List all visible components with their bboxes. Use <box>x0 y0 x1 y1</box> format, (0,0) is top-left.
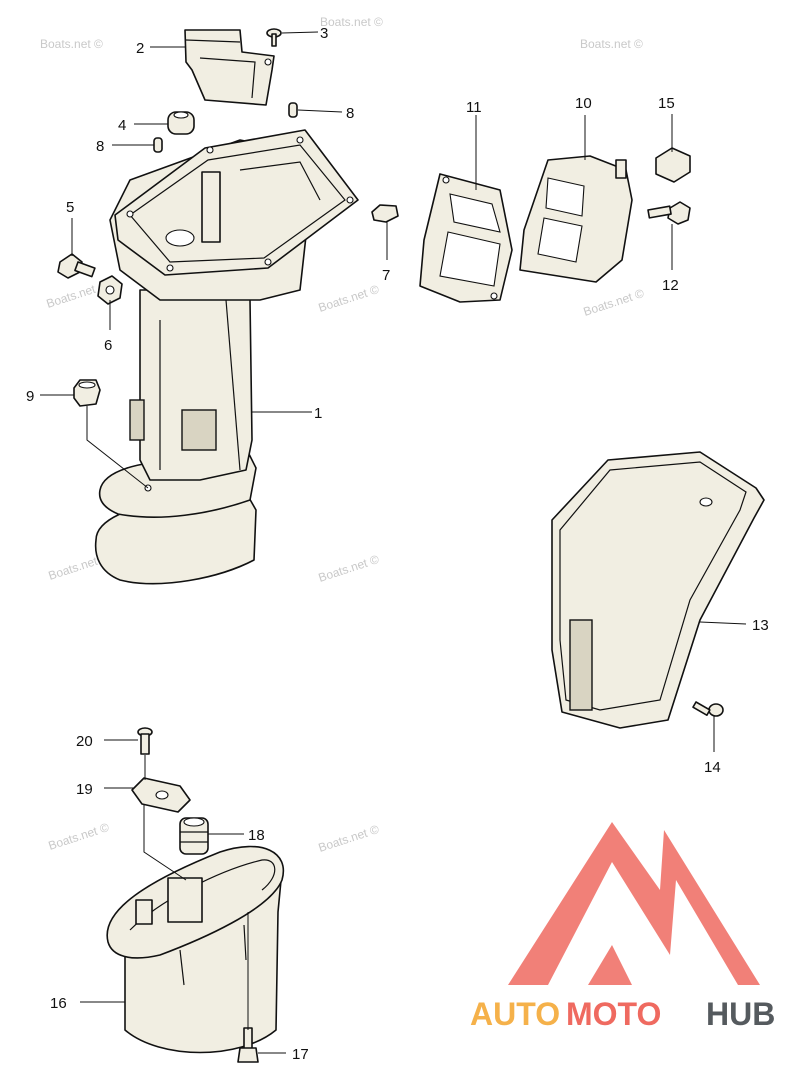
part-2-bracket <box>184 29 275 106</box>
callout-4: 4 <box>118 117 126 134</box>
watermark: Boats.net © <box>47 820 111 853</box>
callout-labels: 1 2 3 4 5 6 7 8 8 9 10 11 12 13 14 15 16… <box>26 25 769 1063</box>
part-7-plug <box>371 204 399 223</box>
part-3-screw <box>266 28 282 47</box>
callout-20: 20 <box>76 733 93 750</box>
watermark: Boats.net © <box>582 286 646 319</box>
logo-text-moto: MOTO <box>566 996 661 1032</box>
watermark: Boats.net © <box>317 822 381 855</box>
callout-8: 8 <box>96 138 104 155</box>
part-18-grommet <box>179 817 209 855</box>
callout-12: 12 <box>662 277 679 294</box>
automotohub-logo: AUTO MOTO HUB <box>470 822 775 1032</box>
part-9-plug <box>73 379 101 407</box>
part-19-gasket <box>131 777 191 813</box>
leader-lines <box>40 31 747 1054</box>
part-16-lower-casing <box>106 845 285 1054</box>
logo-triangle-mark <box>508 822 760 985</box>
part-12-bolt <box>647 201 691 225</box>
watermark: Boats.net <box>45 282 98 311</box>
watermark: Boats.net © <box>317 552 381 585</box>
part-1-driveshaft-housing <box>94 129 359 585</box>
watermark: Boats.net © <box>320 15 383 29</box>
callout-14: 14 <box>704 759 721 776</box>
callout-7: 7 <box>382 267 390 284</box>
part-10-manifold <box>519 155 633 283</box>
callout-17: 17 <box>292 1046 309 1063</box>
callout-10: 10 <box>575 95 592 112</box>
part-11-gasket <box>419 173 513 303</box>
callout-18: 18 <box>248 827 265 844</box>
callout-15: 15 <box>658 95 675 112</box>
callout-5: 5 <box>66 199 74 216</box>
callout-6: 6 <box>104 337 112 354</box>
callout-11: 11 <box>466 99 482 116</box>
callout-9: 9 <box>26 388 34 405</box>
callout-3: 3 <box>320 25 328 42</box>
watermark: Boats.net © <box>580 37 643 51</box>
callout-8: 8 <box>346 105 354 122</box>
part-8-dowel-pin <box>288 102 298 118</box>
watermark: Boats.net © <box>40 37 103 51</box>
callout-2: 2 <box>136 40 144 57</box>
watermark: Boats.net © <box>317 282 381 315</box>
part-13-cover <box>551 451 765 729</box>
part-8-dowel-pin <box>153 137 163 153</box>
part-5-bolt <box>57 253 96 279</box>
logo-text-auto: AUTO <box>470 996 560 1032</box>
part-6-nut <box>97 275 123 305</box>
callout-1: 1 <box>314 405 322 422</box>
callout-13: 13 <box>752 617 769 634</box>
callout-16: 16 <box>50 995 67 1012</box>
part-20-bolt <box>137 727 153 755</box>
part-15-nut <box>655 147 691 183</box>
part-4-grommet <box>167 111 195 135</box>
part-14-screw <box>692 701 724 717</box>
logo-text-hub: HUB <box>706 996 775 1032</box>
callout-19: 19 <box>76 781 93 798</box>
